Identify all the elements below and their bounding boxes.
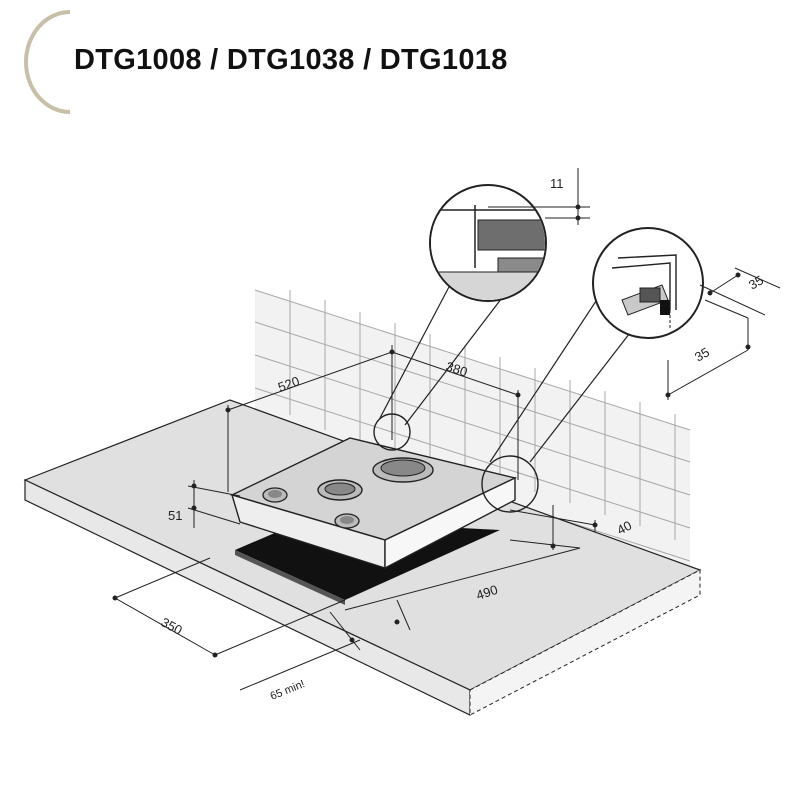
burner-medium [317, 479, 363, 501]
dim-detail-step: 11 [550, 176, 564, 191]
page-title: DTG1008 / DTG1038 / DTG1018 [74, 44, 508, 76]
burner-small-left [262, 487, 288, 503]
dim-cutout-width: 380 [444, 359, 469, 380]
burner-large [372, 457, 434, 483]
wall-tiles [254, 289, 691, 570]
burner-small-front [334, 513, 360, 529]
dim-worktop-depth: 350 [159, 614, 185, 637]
hob [230, 437, 518, 570]
dim-min-edge: 65 min! [269, 678, 307, 703]
detail-inset-connector [592, 227, 704, 339]
dim-cutout-depth: 520 [276, 373, 302, 395]
accent-arc [24, 10, 71, 114]
dim-wall-clearance: 40 [614, 518, 634, 538]
dim-hob-width: 490 [474, 582, 499, 603]
dim-connector-offset-b: 35 [692, 344, 712, 364]
detail-marker-right [481, 455, 539, 513]
dim-connector-offset-a: 35 [746, 272, 766, 292]
dim-hob-height: 51 [168, 508, 182, 523]
detail-inset-edge [429, 184, 547, 302]
